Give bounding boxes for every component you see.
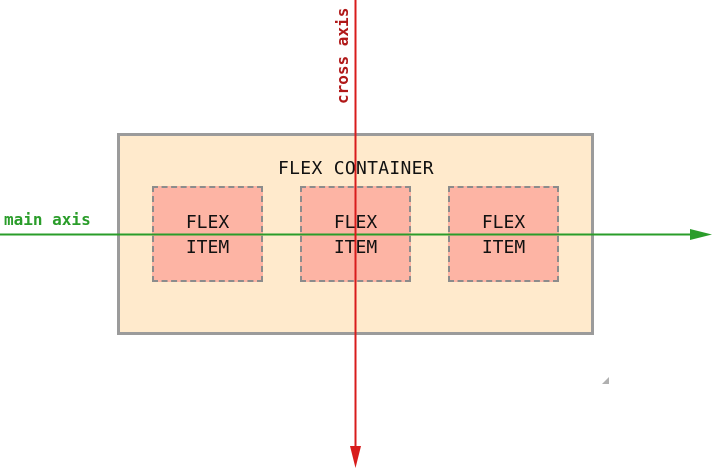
resize-handle-icon: [602, 377, 609, 384]
main-axis-arrowhead: [690, 229, 712, 240]
cross-axis-label: cross axis: [333, 7, 352, 104]
flex-item-3-label: FLEX ITEM: [481, 212, 526, 258]
main-axis-label: main axis: [4, 210, 91, 229]
cross-axis-arrowhead: [350, 446, 361, 468]
flex-item-1-label: FLEX ITEM: [185, 212, 230, 258]
